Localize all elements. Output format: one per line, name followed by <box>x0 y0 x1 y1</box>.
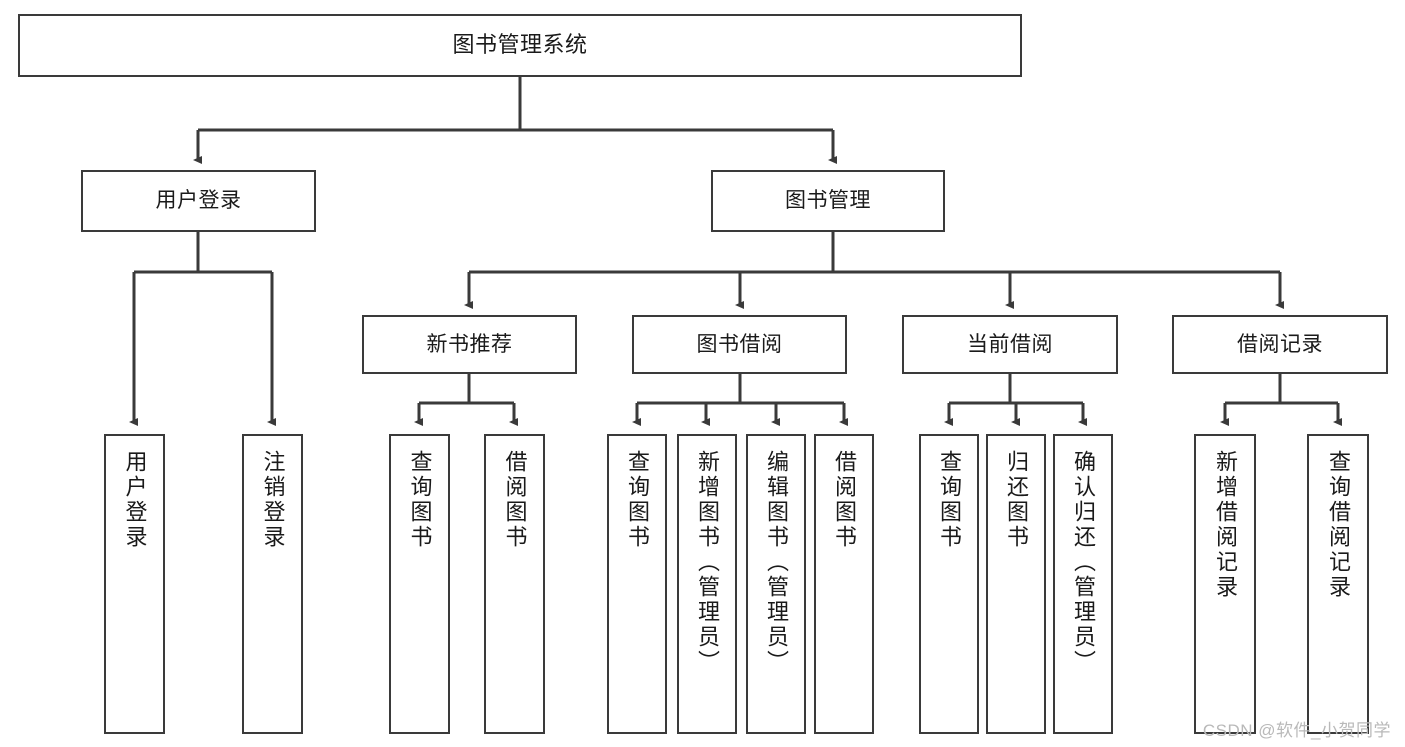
node-label: 查询图书 <box>407 450 433 550</box>
leaf-borrow-edit-book-admin[interactable]: 编辑图书（管理员） <box>746 434 806 734</box>
leaf-records-query-record[interactable]: 查询借阅记录 <box>1307 434 1369 734</box>
node-label: 借阅记录 <box>1237 332 1323 356</box>
node-label: 当前借阅 <box>967 332 1053 356</box>
node-root-system[interactable]: 图书管理系统 <box>18 14 1022 77</box>
node-label: 用户登录 <box>155 189 242 213</box>
node-label: 新增图书（管理员） <box>694 450 720 675</box>
node-label: 借阅图书 <box>831 450 857 550</box>
node-label: 确认归还（管理员） <box>1070 450 1096 675</box>
node-label: 查询图书 <box>936 450 962 550</box>
node-label: 编辑图书（管理员） <box>763 450 789 675</box>
node-label: 注销登录 <box>260 450 286 550</box>
node-label: 图书管理 <box>785 189 871 213</box>
node-label: 新增借阅记录 <box>1212 450 1238 600</box>
node-label: 归还图书 <box>1003 450 1029 550</box>
leaf-current-return-book[interactable]: 归还图书 <box>986 434 1046 734</box>
leaf-new-book-query[interactable]: 查询图书 <box>389 434 450 734</box>
node-borrow-records[interactable]: 借阅记录 <box>1172 315 1388 374</box>
leaf-borrow-query-book[interactable]: 查询图书 <box>607 434 667 734</box>
node-current-borrow[interactable]: 当前借阅 <box>902 315 1118 374</box>
node-new-book-recommend[interactable]: 新书推荐 <box>362 315 577 374</box>
leaf-user-login-signout[interactable]: 注销登录 <box>242 434 303 734</box>
leaf-current-confirm-return-admin[interactable]: 确认归还（管理员） <box>1053 434 1113 734</box>
node-label: 查询图书 <box>624 450 650 550</box>
node-label: 图书借阅 <box>696 332 783 356</box>
node-label: 查询借阅记录 <box>1325 450 1351 600</box>
node-label: 用户登录 <box>122 450 148 550</box>
node-book-borrow[interactable]: 图书借阅 <box>632 315 847 374</box>
node-book-management[interactable]: 图书管理 <box>711 170 945 232</box>
node-user-login[interactable]: 用户登录 <box>81 170 316 232</box>
node-label: 新书推荐 <box>426 332 513 356</box>
leaf-new-book-borrow[interactable]: 借阅图书 <box>484 434 545 734</box>
leaf-borrow-add-book-admin[interactable]: 新增图书（管理员） <box>677 434 737 734</box>
leaf-current-query-book[interactable]: 查询图书 <box>919 434 979 734</box>
leaf-user-login-signin[interactable]: 用户登录 <box>104 434 165 734</box>
leaf-records-add-record[interactable]: 新增借阅记录 <box>1194 434 1256 734</box>
node-label: 借阅图书 <box>502 450 528 550</box>
leaf-borrow-borrow-book[interactable]: 借阅图书 <box>814 434 874 734</box>
csdn-watermark: CSDN @软件_小贺同学 <box>1202 721 1391 740</box>
node-label: 图书管理系统 <box>452 32 588 58</box>
